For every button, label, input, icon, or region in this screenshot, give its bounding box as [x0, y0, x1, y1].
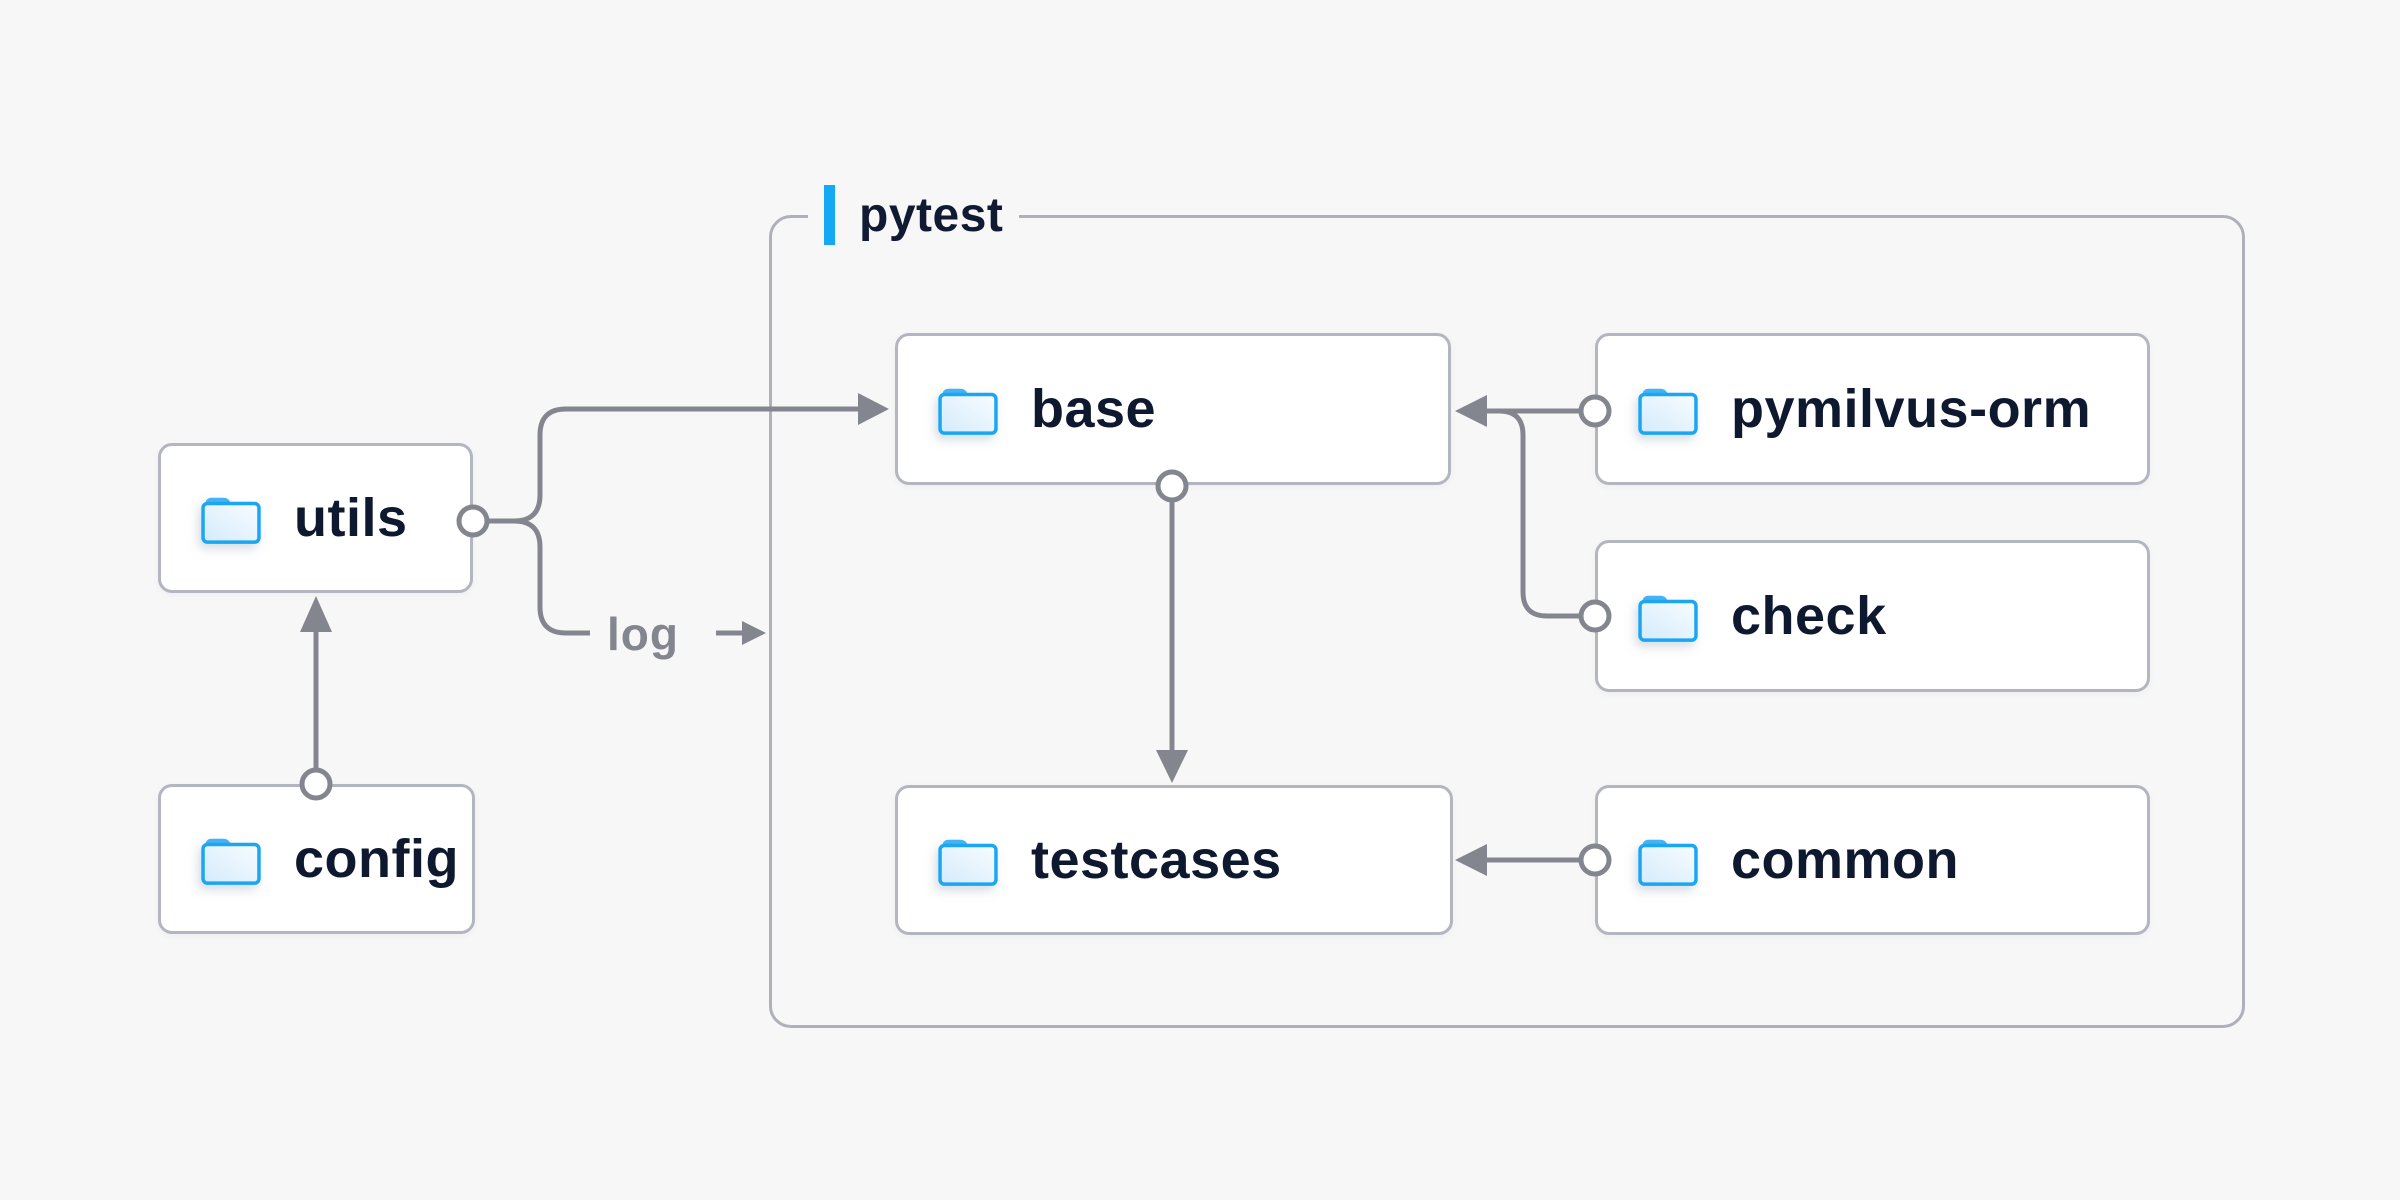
- folder-icon: [1635, 833, 1701, 887]
- node-base: base: [895, 333, 1451, 485]
- node-testcases: testcases: [895, 785, 1453, 935]
- pytest-group-tag: pytest: [808, 181, 1020, 249]
- pytest-group-container: [769, 215, 2245, 1028]
- folder-icon: [198, 832, 264, 886]
- folder-icon: [935, 382, 1001, 436]
- node-utils-label: utils: [294, 488, 408, 548]
- folder-icon: [935, 833, 1001, 887]
- node-testcases-label: testcases: [1031, 830, 1282, 890]
- node-common: common: [1595, 785, 2150, 935]
- pytest-group-label: pytest: [859, 188, 1004, 242]
- node-utils: utils: [158, 443, 473, 593]
- edge-utils-log: log: [456, 504, 766, 660]
- node-check-label: check: [1731, 586, 1887, 646]
- folder-icon: [1635, 589, 1701, 643]
- folder-icon: [198, 491, 264, 545]
- node-pymilvus-orm-label: pymilvus-orm: [1731, 379, 2092, 439]
- edge-label-log: log: [607, 608, 679, 660]
- node-base-label: base: [1031, 379, 1157, 439]
- node-pymilvus-orm: pymilvus-orm: [1595, 333, 2150, 485]
- node-common-label: common: [1731, 830, 1960, 890]
- accent-bar: [824, 185, 835, 245]
- node-check: check: [1595, 540, 2150, 692]
- node-config: config: [158, 784, 475, 934]
- folder-icon: [1635, 382, 1701, 436]
- edge-config-utils: [299, 596, 333, 801]
- node-config-label: config: [294, 829, 459, 889]
